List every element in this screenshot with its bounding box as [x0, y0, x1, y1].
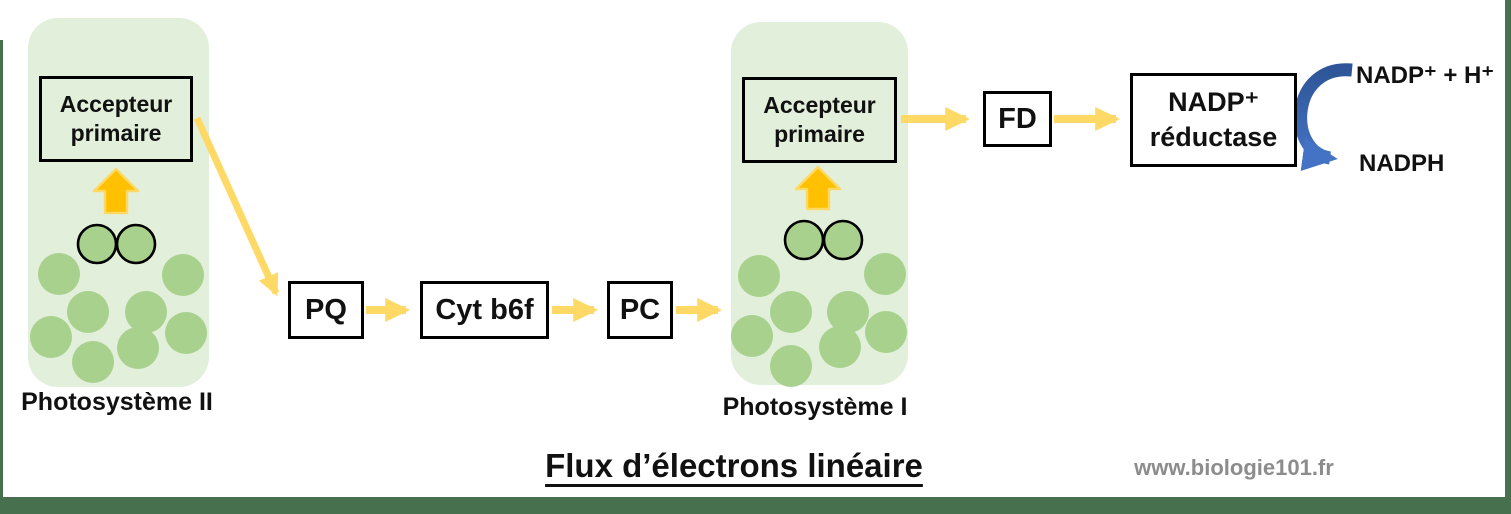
- nadp-reductase-box: NADP⁺ réductase: [1130, 73, 1297, 167]
- acceptor-box-ps1: Accepteur primaire: [742, 77, 897, 163]
- frame-border-left: [0, 40, 3, 514]
- website-watermark: www.biologie101.fr: [1134, 455, 1334, 480]
- nadp-reductase-line2: réductase: [1149, 122, 1278, 152]
- photosystem2-special-pair: [76, 223, 157, 265]
- photosystem2-pigments: [30, 253, 207, 383]
- excitation-arrow-ps2: [92, 167, 140, 215]
- pc-box: PC: [607, 281, 673, 339]
- nadp-substrate-label: NADP⁺ + H⁺: [1356, 62, 1495, 89]
- pq-box: PQ: [288, 281, 364, 339]
- excitation-arrow-ps1: [794, 165, 842, 211]
- reduction-arrow: [1294, 63, 1353, 171]
- arrow-acceptor2-to-pq: [193, 116, 280, 297]
- photosystem1-label: Photosystème I: [722, 393, 908, 421]
- photosystem2-container: [28, 18, 209, 387]
- frame-border-bottom: [0, 497, 1511, 514]
- cytb6f-box: Cyt b6f: [420, 281, 549, 339]
- photosystem1-pigments: [731, 253, 907, 387]
- frame-border-right: [1505, 0, 1511, 514]
- acceptor-box-ps2: Accepteur primaire: [39, 76, 193, 162]
- nadph-product-label: NADPH: [1359, 150, 1445, 177]
- nadp-reductase-line1: NADP⁺: [1168, 86, 1259, 117]
- diagram-title: Flux d’électrons linéaire: [545, 447, 923, 484]
- photosystem1-special-pair: [783, 219, 864, 261]
- photosystem2-label: Photosystème II: [21, 388, 213, 416]
- fd-box: FD: [983, 91, 1052, 147]
